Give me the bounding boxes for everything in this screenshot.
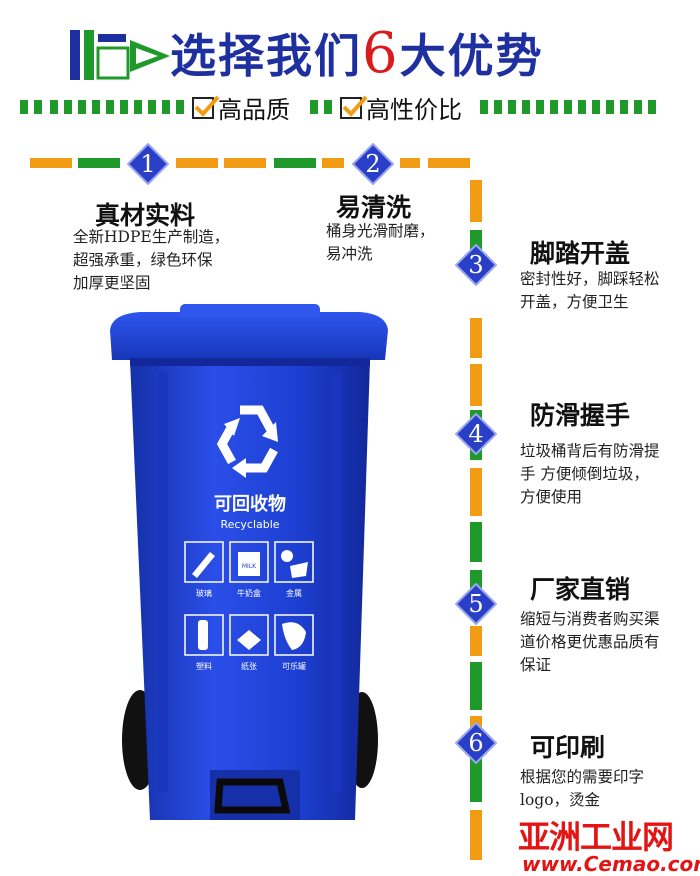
feature-badge-3: 3 xyxy=(455,244,497,286)
feature-2-title: 易清洗 xyxy=(336,193,412,222)
feature-badge-1: 1 xyxy=(127,143,169,185)
category-label: 金属 xyxy=(286,588,302,598)
feature-5-title: 厂家直销 xyxy=(530,575,631,604)
title-prefix: 选择我们 xyxy=(170,29,362,83)
diamond-icon xyxy=(455,413,497,455)
recycle-bin-image: 可回收物 Recyclable MILK 玻璃 牛奶盒 金属 塑料 纸张 可乐罐 xyxy=(110,304,388,820)
can-icon xyxy=(282,622,306,650)
category-label: 纸张 xyxy=(241,661,257,671)
feature-3-title: 脚踏开盖 xyxy=(530,239,631,268)
milk-carton-icon xyxy=(238,552,260,576)
plastic-icon xyxy=(198,620,208,650)
bin-label-cn: 可回收物 xyxy=(214,493,286,515)
title-number: 6 xyxy=(362,21,400,86)
feature-2-desc: 桶身光滑耐磨， 易冲洗 xyxy=(326,222,435,263)
feature-3-desc: 密封性好，脚踩轻松 开盖，方便卫生 xyxy=(520,270,660,311)
diamond-icon xyxy=(455,244,497,286)
feature-4-title: 防滑握手 xyxy=(530,401,631,430)
diamond-icon xyxy=(127,143,169,185)
header-dash-line xyxy=(20,100,656,114)
category-label: 可乐罐 xyxy=(282,661,306,671)
diamond-icon xyxy=(352,143,394,185)
badge-number: 6 xyxy=(468,729,484,757)
category-label: 塑料 xyxy=(196,661,212,671)
diamond-icon xyxy=(455,583,497,625)
title-suffix: 大优势 xyxy=(399,29,544,83)
paper-icon xyxy=(237,630,261,650)
watermark-brand: 亚洲工业网 xyxy=(518,818,674,856)
watermark-url: www.Cemao.com xyxy=(522,852,700,876)
badge-number: 5 xyxy=(468,590,484,618)
feature-6-title: 可印刷 xyxy=(530,733,606,762)
bin-label-en: Recyclable xyxy=(220,518,279,531)
badge-number: 4 xyxy=(468,420,484,448)
badge-number: 2 xyxy=(365,150,381,178)
highlight-quality: 高品质 xyxy=(192,90,290,125)
highlight-label: 高性价比 xyxy=(366,96,462,124)
feature-badge-5: 5 xyxy=(455,583,497,625)
foot-pedal xyxy=(214,778,291,814)
feature-badge-2: 2 xyxy=(352,143,394,185)
feature-badge-6: 6 xyxy=(455,722,497,764)
checkbox-icon xyxy=(192,95,220,119)
page-title: 选择我们6大优势 xyxy=(170,20,544,86)
diamond-icon xyxy=(455,722,497,764)
badge-number: 1 xyxy=(140,150,156,178)
category-label: 玻璃 xyxy=(196,588,212,598)
feature-1-desc: 全新HDPE生产制造， 超强承重，绿色环保 加厚更坚固 xyxy=(73,228,230,292)
svg-text:MILK: MILK xyxy=(242,563,257,570)
feature-6-desc: 根据您的需要印字 logo，烫金 xyxy=(520,768,645,809)
bottle-icon xyxy=(192,552,215,578)
feature-badge-4: 4 xyxy=(455,413,497,455)
highlight-label: 高品质 xyxy=(218,96,290,124)
metal-icon xyxy=(281,550,293,562)
checkbox-icon xyxy=(340,95,368,119)
badge-number: 3 xyxy=(468,251,484,279)
category-label: 牛奶盒 xyxy=(237,588,261,598)
feature-5-desc: 缩短与消费者购买渠 道价格更优惠品质有 保证 xyxy=(520,610,660,674)
recycle-icon xyxy=(216,405,278,478)
feature-1-title: 真材实料 xyxy=(95,201,196,230)
feature-4-desc: 垃圾桶背后有防滑提 手 方便倾倒垃圾， 方便使用 xyxy=(520,442,660,506)
highlight-value: 高性价比 xyxy=(340,90,462,125)
header-logo-mark xyxy=(70,28,175,83)
